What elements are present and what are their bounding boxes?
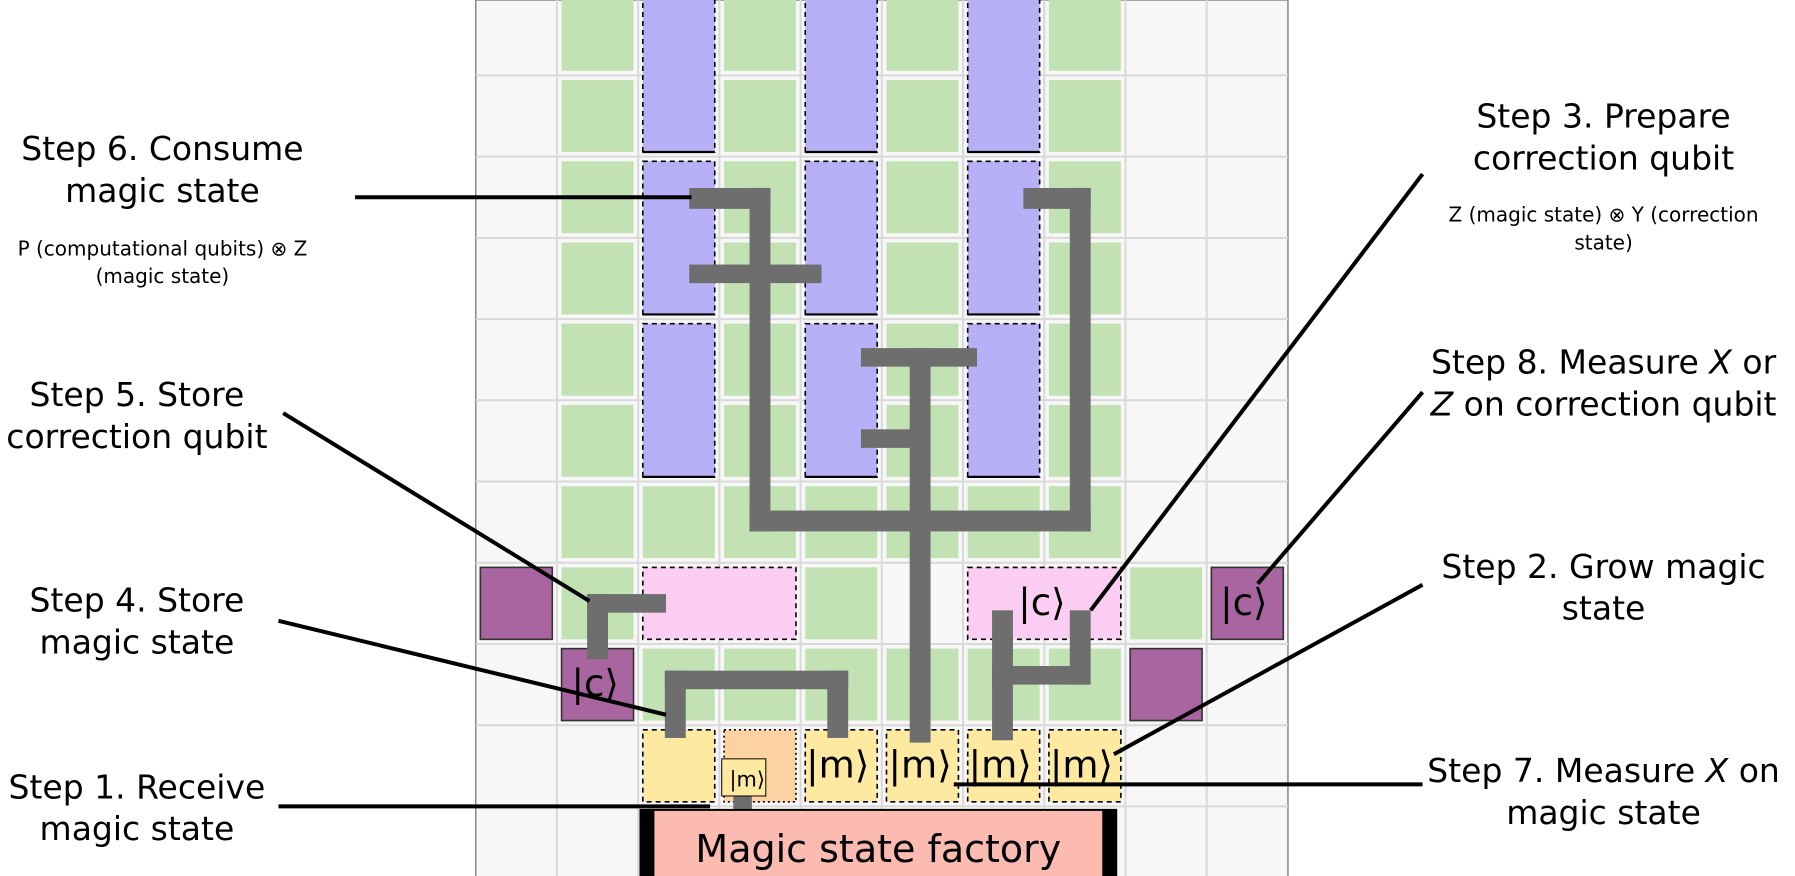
leader-step8 [1256, 390, 1425, 585]
green-patch-tile [724, 80, 796, 153]
ket-correction: |c⟩ [1220, 581, 1267, 625]
leader-step4 [278, 618, 667, 717]
green-patch-tile [561, 404, 634, 477]
correction-qubit-tile-left [642, 566, 797, 641]
computational-qubit-tile [642, 0, 716, 153]
routing-segment [827, 670, 849, 738]
green-patch-tile [805, 567, 878, 640]
routing-segment [664, 670, 849, 690]
leader-step2 [1112, 583, 1424, 756]
green-patch-tile [724, 0, 796, 71]
routing-segment [689, 264, 822, 284]
step6-subtitle-line: (magic state) [96, 264, 230, 288]
green-patch-tile [642, 486, 715, 559]
factory-right-bar [1102, 809, 1117, 876]
step4-title-line: magic state [40, 622, 235, 661]
green-patch-tile [1048, 0, 1121, 71]
routing-segment [1069, 610, 1091, 685]
computational-qubit-tile [642, 160, 716, 316]
green-patch-tile [1048, 80, 1121, 153]
step1-title-line: magic state [40, 809, 235, 848]
step2-title-line: state [1562, 589, 1646, 628]
step8-title-line: Z on correction qubit [1430, 384, 1777, 423]
ket-magic: |m⟩ [806, 743, 869, 787]
step1-title-line: Step 1. Receive [9, 767, 266, 806]
step6-subtitle-line: P (computational qubits) ⊗ Z [18, 236, 308, 260]
computational-qubit-tile [804, 0, 878, 153]
step6-title-line: Step 6. Consume [21, 129, 303, 168]
computational-qubit-tile [966, 322, 1041, 478]
green-patch-tile [561, 80, 634, 153]
computational-qubit-tile [966, 160, 1041, 316]
step3-subtitle-line: Z (magic state) ⊗ Y (correction [1449, 203, 1759, 227]
green-patch-tile [561, 486, 634, 559]
routing-segment [992, 666, 1090, 685]
magic-state-tile [642, 729, 716, 803]
leader-step5 [282, 411, 591, 603]
step3-subtitle-line: state) [1574, 230, 1632, 254]
magic-state-tile [966, 729, 1041, 803]
magic-state-tile [1048, 729, 1122, 803]
routing-segment [587, 594, 609, 660]
leader-step3 [1089, 172, 1425, 612]
step5-title-line: correction qubit [6, 417, 267, 456]
step4-title-line: Step 4. Store [30, 580, 245, 619]
magic-state-factory: Magic state factory [639, 808, 1118, 876]
step7-title-line: magic state [1506, 793, 1701, 832]
routing-segment [860, 429, 913, 448]
routing-segment [1069, 187, 1091, 532]
ket-labels: |m⟩|m⟩|m⟩|m⟩|m⟩|c⟩|c⟩|c⟩ [572, 581, 1268, 797]
ket-magic: |m⟩ [1050, 743, 1113, 787]
green-patch-tile [561, 242, 634, 315]
green-patch-tile [886, 161, 959, 234]
leader-lines [278, 172, 1425, 809]
step8-title-line: Step 8. Measure X or [1431, 343, 1777, 382]
green-patch-tile [886, 0, 959, 71]
step7-title-line: Step 7. Measure X on [1427, 751, 1780, 790]
green-patch-tile [561, 0, 634, 71]
step6-title-line: magic state [65, 171, 260, 210]
step2-title-line: Step 2. Grow magic [1441, 547, 1765, 586]
step5-title-line: Step 5. Store [30, 375, 245, 414]
green-patch-tile [1130, 567, 1203, 640]
routing-segment [749, 187, 771, 532]
ket-magic-small: |m⟩ [729, 768, 765, 793]
computational-qubit-tile [966, 0, 1041, 153]
green-patch-tile [561, 323, 634, 396]
magic-state-tile [804, 729, 878, 803]
stored-correction-tile [1210, 566, 1285, 641]
ket-small-box [721, 758, 767, 797]
ket-magic: |m⟩ [889, 743, 952, 787]
ket-correction: |c⟩ [1018, 581, 1065, 625]
stored-tile [1129, 647, 1203, 722]
green-patch-tile [886, 242, 959, 315]
step3-title-line: Step 3. Prepare [1476, 97, 1730, 136]
factory-label: Magic state factory [695, 827, 1061, 871]
stored-correction-tile [560, 647, 635, 722]
computational-qubit-tile [804, 160, 878, 316]
routing-segment [909, 348, 931, 743]
routing-layer [587, 187, 1091, 831]
ket-magic: |m⟩ [969, 743, 1032, 787]
routing-segment [664, 670, 686, 738]
stored-tile [479, 566, 554, 641]
computational-qubit-tile [804, 322, 878, 478]
computational-qubit-tile [642, 322, 716, 478]
step3-title-line: correction qubit [1473, 138, 1734, 177]
green-patch-tile [886, 80, 959, 153]
factory-left-bar [640, 809, 655, 876]
